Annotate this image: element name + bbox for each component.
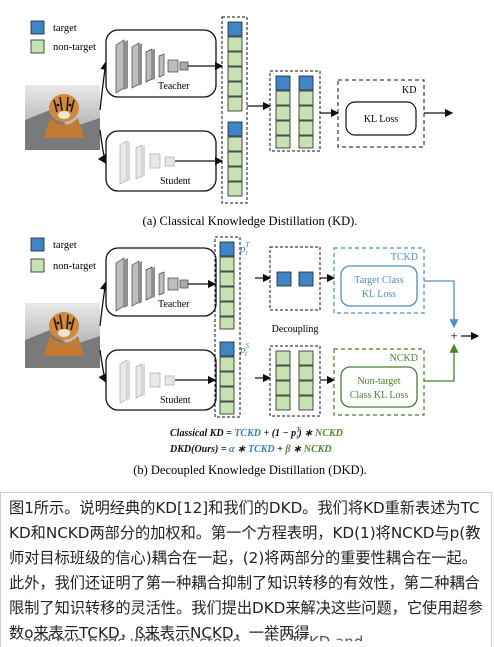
- description-text: 图1所示。说明经典的KD[12]和我们的DKD。我们将KD重新表述为TCKD和N…: [9, 499, 483, 642]
- nckd-loss-line1: Non-target: [357, 376, 400, 387]
- plus-sign: +: [450, 328, 457, 343]
- kl-loss-box: [345, 101, 417, 136]
- panel-a: target non-target: [25, 16, 454, 228]
- tckd-label: TCKD: [391, 252, 418, 263]
- nckd-loss-line2: Class KL Loss: [350, 390, 409, 401]
- nckd-box: [333, 348, 425, 416]
- caption-b: (b) Decoupled Knowledge Distillation (DK…: [133, 463, 367, 477]
- panel-b: target non-target Teacher: [25, 236, 480, 477]
- logits-container-a: [221, 16, 248, 204]
- kl-loss-label: KL Loss: [364, 114, 398, 125]
- equation-dkd: DKD(Ours) = α ∗ TCKD + β ∗ NCKD: [169, 444, 332, 455]
- teacher-label-a: Teacher: [158, 81, 190, 92]
- logits-container-b: [214, 236, 241, 418]
- teacher-network-icon-b: [115, 257, 189, 312]
- teacher-logits-b: [219, 241, 235, 330]
- student-label-a: Student: [160, 176, 191, 187]
- kd-box-label: KD: [402, 85, 416, 96]
- teacher-network-icon-a: [115, 39, 189, 94]
- legend-nontarget-swatch-b: [30, 258, 45, 273]
- legend-a: target non-target: [30, 20, 96, 54]
- legend-target-swatch: [30, 20, 45, 35]
- legend-b: target non-target: [30, 237, 96, 273]
- tiger-image: [25, 85, 100, 150]
- tiger-image-b: [25, 303, 100, 368]
- student-logits-a: [227, 121, 243, 197]
- diagram-canvas: target non-target: [25, 16, 480, 477]
- teacher-label-b: Teacher: [158, 299, 190, 310]
- nckd-label: NCKD: [390, 353, 418, 364]
- legend-nontarget-swatch: [30, 39, 45, 54]
- legend-target-label: target: [53, 23, 77, 34]
- combined-logits-a: [269, 70, 321, 152]
- student-logits-b: [219, 341, 235, 415]
- tckd-loss-box: [340, 265, 418, 307]
- decoupling-label: Decoupling: [272, 324, 319, 335]
- legend-nontarget-label-b: non-target: [53, 261, 96, 272]
- legend-target-label-b: target: [53, 240, 77, 251]
- tckd-loss-line1: Target Class: [354, 275, 403, 286]
- description-panel: 图1所示。说明经典的KD[12]和我们的DKD。我们将KD重新表述为TCKD和N…: [0, 492, 492, 647]
- legend-nontarget-label: non-target: [53, 42, 96, 53]
- tckd-loss-line2: KL Loss: [362, 289, 396, 300]
- student-network-icon-a: [119, 140, 175, 185]
- student-network-icon-b: [119, 359, 175, 404]
- description-cutoff-line: ...and two birds with one stone ... for …: [9, 633, 383, 647]
- nontarget-pair-box: [269, 345, 321, 417]
- teacher-logits-a: [227, 21, 243, 112]
- student-label-b: Student: [160, 395, 191, 406]
- student-target-cell: [298, 271, 314, 287]
- nckd-loss-box: [340, 366, 418, 408]
- caption-a: (a) Classical Knowledge Distillation (KD…: [143, 214, 358, 228]
- legend-target-swatch-b: [30, 237, 45, 252]
- teacher-target-cell: [276, 271, 292, 287]
